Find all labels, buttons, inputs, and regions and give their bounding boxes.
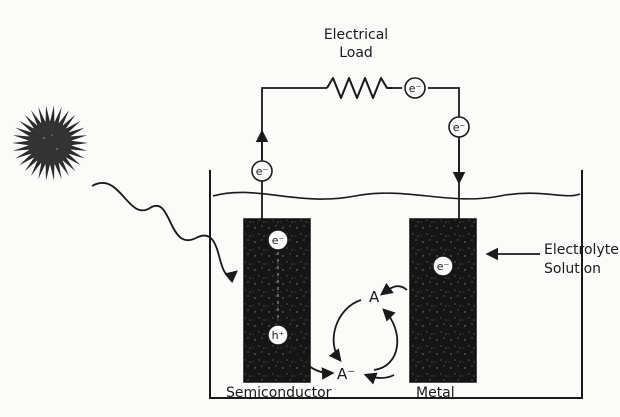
resistor-icon — [326, 77, 392, 99]
light-ray-arrow — [91, 182, 238, 284]
hole-badge-semiconductor: h⁺ — [267, 324, 289, 346]
electrolyte-surface — [212, 191, 581, 200]
metal-electrode — [409, 218, 477, 383]
electron-label: e⁻ — [272, 234, 285, 247]
ion-a-minus-label: A⁻ — [337, 365, 355, 383]
load-label-line2: Load — [339, 45, 373, 61]
electron-label: e⁻ — [437, 260, 450, 273]
arrow-hole-to-a-minus — [287, 339, 335, 380]
electron-label: e⁻ — [256, 165, 269, 178]
arrow-metal-to-a — [379, 282, 408, 296]
metal-label: Metal — [416, 385, 455, 401]
electron-badge-metal: e⁻ — [432, 255, 454, 277]
load-label-line1: Electrical — [324, 27, 388, 43]
ion-a-label: A — [369, 288, 380, 306]
electron-badge-semiconductor: e⁻ — [267, 229, 289, 251]
beaker — [209, 170, 583, 399]
circuit-wire-right — [428, 87, 460, 219]
electron-label: e⁻ — [453, 121, 466, 134]
sun-icon — [12, 105, 88, 181]
hole-label: h⁺ — [272, 329, 285, 342]
electron-badge-left-wire: e⁻ — [251, 160, 273, 182]
electrolyte-label-line2: Solution — [544, 261, 601, 277]
electrolyte-label-line1: Electrolyte — [544, 242, 619, 258]
semiconductor-label: Semiconductor — [226, 385, 332, 401]
arrow-a-minus-from-metal — [363, 372, 395, 385]
electron-badge-right-wire: e⁻ — [448, 116, 470, 138]
electron-label: e⁻ — [409, 82, 422, 95]
arrow-a-minus-to-a-right — [373, 308, 399, 371]
electron-badge-top-wire: e⁻ — [404, 77, 426, 99]
arrow-a-to-a-minus-left — [328, 299, 362, 362]
